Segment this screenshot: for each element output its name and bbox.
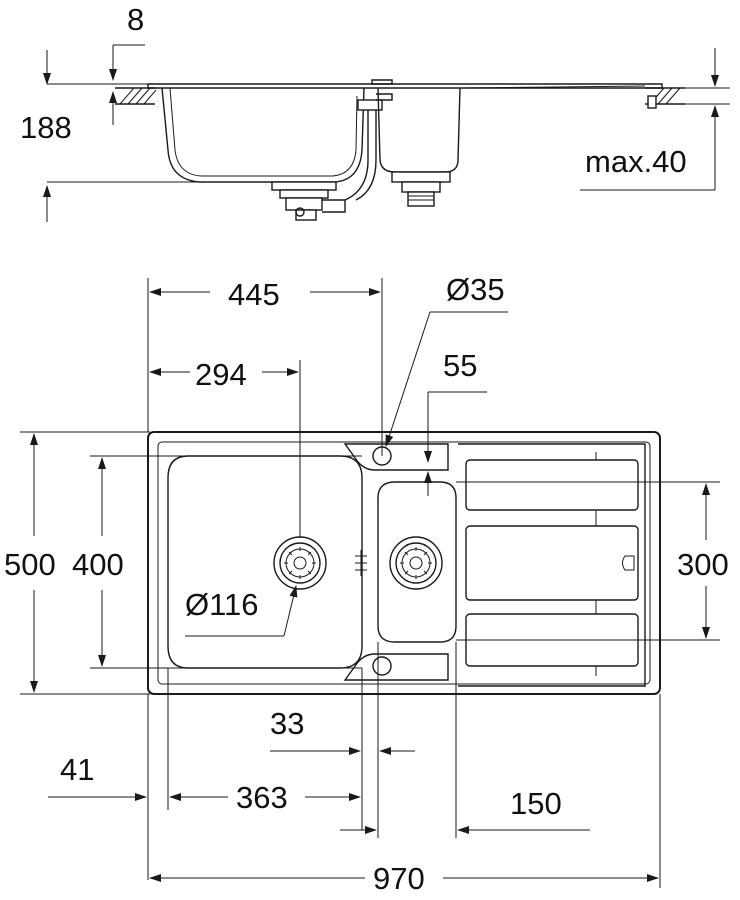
- dim-116: Ø116: [185, 585, 298, 637]
- label-116: Ø116: [185, 587, 259, 622]
- label-300: 300: [677, 547, 729, 582]
- dim-970: 970: [149, 694, 661, 896]
- side-view: 8 188 max.40: [20, 2, 730, 222]
- dim-500: 500: [4, 431, 150, 695]
- worktop-left: [115, 87, 157, 105]
- dim-363: 363: [169, 780, 361, 815]
- drain-hole-bottom: [372, 656, 392, 676]
- label-294: 294: [195, 357, 247, 392]
- drainer: [458, 443, 646, 687]
- label-150: 150: [510, 786, 562, 821]
- label-400: 400: [72, 547, 124, 582]
- label-8: 8: [127, 2, 144, 37]
- label-445: 445: [228, 277, 280, 312]
- dim-294: 294: [149, 357, 301, 538]
- label-55: 55: [443, 348, 477, 383]
- overflow-symbol: [355, 550, 367, 576]
- label-41: 41: [60, 752, 94, 787]
- bottom-ledge: [343, 653, 449, 681]
- dim-400: 400: [72, 455, 362, 669]
- main-waste-icon: [273, 536, 327, 590]
- dim-55: 55: [424, 348, 487, 496]
- main-bowl-profile: [161, 87, 365, 183]
- sink-outline: [147, 431, 661, 695]
- dim-thickness-8: 8: [109, 2, 145, 125]
- dim-max-40: max.40: [580, 48, 730, 191]
- dim-300: 300: [456, 481, 729, 641]
- sink-rim-profile: [147, 83, 663, 89]
- label-33: 33: [270, 706, 304, 741]
- dim-445: 445: [147, 277, 383, 456]
- tap-hole-stub: [371, 79, 393, 85]
- dim-33: 33: [270, 642, 415, 838]
- label-35: Ø35: [446, 272, 505, 307]
- overflow-pipe: [344, 110, 377, 201]
- label-970: 970: [373, 861, 425, 896]
- label-363: 363: [236, 780, 288, 815]
- dim-150: 150: [340, 642, 590, 838]
- small-bowl: [377, 481, 457, 643]
- overflow-head: [357, 93, 393, 111]
- label-max-40: max.40: [585, 144, 687, 179]
- main-waste-fitting: [271, 181, 346, 221]
- small-waste-fitting: [391, 171, 451, 207]
- tap-ledge: [343, 443, 449, 471]
- worktop-right: [645, 87, 685, 109]
- dim-depth-188: 188: [20, 50, 335, 222]
- label-500: 500: [4, 547, 56, 582]
- dim-41: 41: [48, 668, 169, 880]
- label-188: 188: [20, 110, 72, 145]
- top-view: 445 Ø35 294 55 500: [4, 272, 729, 896]
- dim-35: Ø35: [385, 272, 508, 447]
- small-waste-icon: [389, 536, 443, 590]
